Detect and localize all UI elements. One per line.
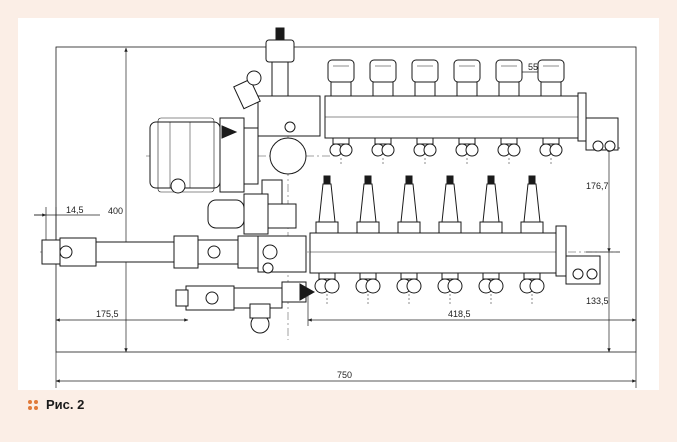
pump-unit: [149, 27, 321, 334]
figure-caption-text: Рис. 2: [46, 397, 85, 412]
dimension-lines: [34, 47, 637, 388]
upper-outlet-valve: [369, 59, 397, 166]
lower-outlet-valve: [355, 175, 381, 304]
upper-outlet-valve: [411, 59, 439, 166]
upper-outlet-valve: [327, 59, 355, 166]
lower-outlet-valve: [437, 175, 463, 304]
upper-outlet-valve: [495, 59, 523, 166]
dim-overall-height: 400: [108, 206, 123, 216]
dim-bottom-offset: 133,5: [586, 296, 609, 306]
caption-bullet-icon: [28, 399, 38, 410]
dim-left-margin: 14,5: [66, 205, 84, 215]
lower-manifold: [309, 225, 601, 285]
left-supply-pipe: [41, 235, 259, 269]
dim-left-pipe: 175,5: [96, 309, 119, 319]
upper-valves: [327, 59, 565, 166]
dim-manifold-length: 418,5: [448, 309, 471, 319]
lower-outlet-valve: [314, 175, 340, 304]
upper-outlet-valve: [453, 59, 481, 166]
dim-manifold-spacing: 176,7: [586, 181, 609, 191]
figure-caption: Рис. 2: [28, 397, 84, 412]
lower-outlet-valve: [396, 175, 422, 304]
unit-frame: [55, 46, 637, 353]
lower-outlet-valve: [478, 175, 504, 304]
upper-outlet-valve: [537, 59, 565, 166]
lower-valves: [314, 175, 545, 304]
upper-manifold: [324, 92, 619, 152]
lower-outlet-valve: [519, 175, 545, 304]
dim-outlet-pitch: 55: [528, 62, 538, 72]
dim-overall-width: 750: [337, 370, 352, 380]
